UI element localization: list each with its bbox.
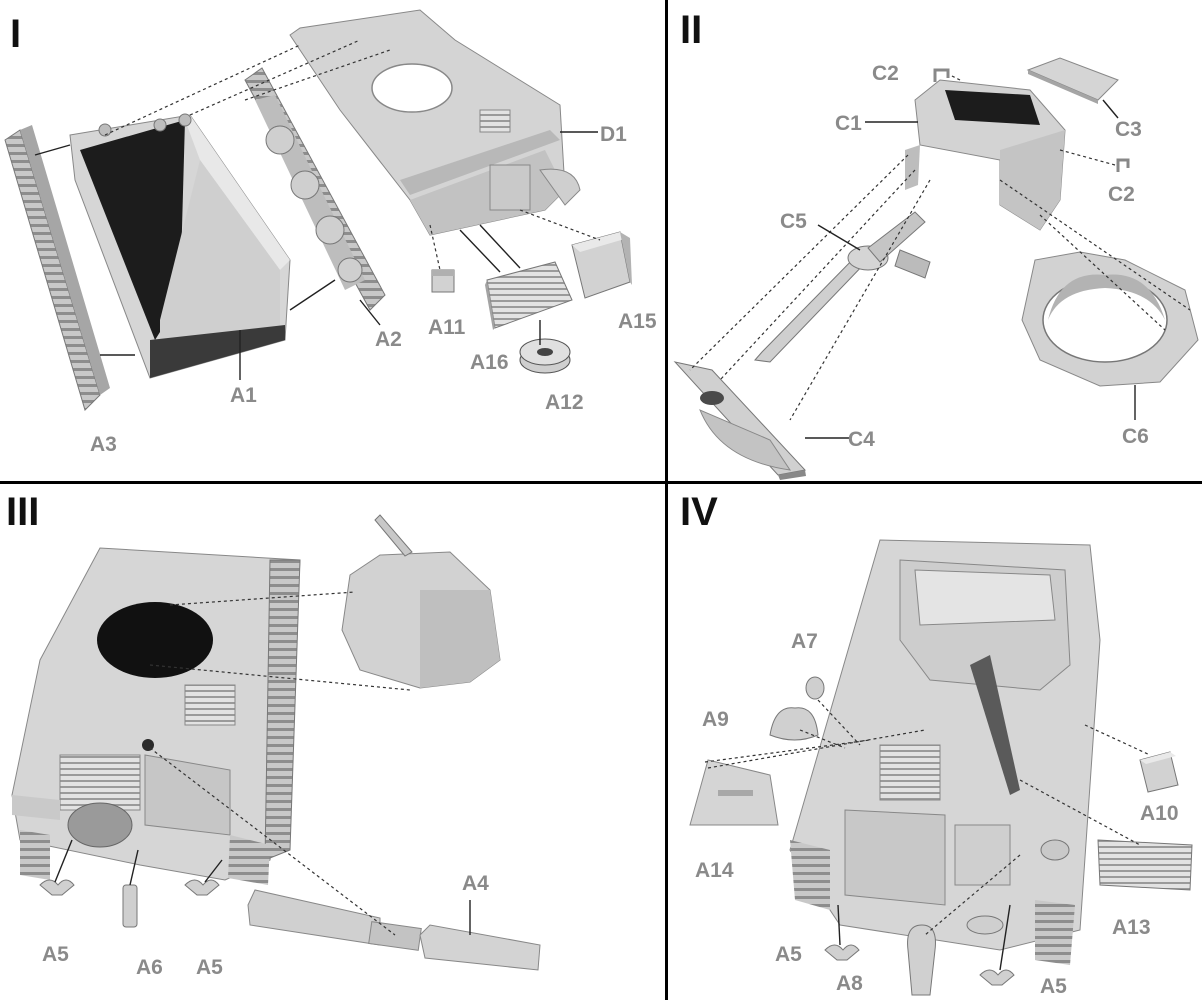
part-label-a7: A7 (791, 630, 818, 653)
part-a3-track (4, 125, 110, 411)
part-label-a1: A1 (230, 384, 257, 407)
part-c4-mantlet (673, 361, 806, 480)
part-c6-turret-ring (1021, 251, 1199, 387)
part-d1-upper-hull (289, 9, 581, 236)
step-number-4: IV (680, 490, 718, 534)
part-label-a2: A2 (375, 328, 402, 351)
part-a2-track-assembly (244, 67, 386, 311)
part-label-a5-right: A5 (196, 956, 223, 979)
part-label-c6: C6 (1122, 425, 1149, 448)
part-c2-handle-top (933, 68, 950, 82)
part-label-a8: A8 (836, 972, 863, 995)
divider-horizontal (0, 481, 1202, 484)
vehicle-assembled (789, 539, 1101, 965)
step-number-1: I (10, 12, 22, 56)
part-a12-wheel (519, 338, 571, 374)
turret-assembly (341, 514, 501, 689)
part-c1-turret-front (905, 79, 1066, 231)
part-a5-left-iv (824, 944, 860, 961)
part-a5-left (39, 879, 75, 896)
part-a11 (431, 269, 455, 293)
part-label-a3: A3 (90, 433, 117, 456)
part-label-c5: C5 (780, 210, 807, 233)
divider-vertical (665, 0, 668, 1000)
part-label-a12: A12 (545, 391, 584, 414)
part-c5-gun (754, 211, 931, 363)
part-label-a9: A9 (702, 708, 729, 731)
part-label-d1: D1 (600, 123, 627, 146)
part-a14-plate (689, 759, 779, 826)
part-a13-grille (1097, 839, 1193, 891)
part-label-c4: C4 (848, 428, 875, 451)
part-label-c2-top: C2 (872, 62, 899, 85)
part-a7 (805, 676, 825, 700)
part-a8 (907, 924, 936, 996)
part-label-a13: A13 (1112, 916, 1151, 939)
part-label-a15: A15 (618, 310, 657, 333)
part-label-a5-left: A5 (42, 943, 69, 966)
panel-2-artwork (673, 57, 1199, 480)
part-label-a16: A16 (470, 351, 509, 374)
part-a16-grille (485, 261, 573, 330)
part-a10-box (1139, 751, 1179, 793)
part-a15-box (571, 231, 632, 299)
part-a9 (769, 707, 819, 741)
panel-1-artwork (4, 9, 632, 411)
part-c2-handle-right (1116, 158, 1130, 172)
part-label-c1: C1 (835, 112, 862, 135)
part-a5-right (184, 879, 220, 896)
hull-assembly (11, 547, 301, 885)
part-a5-right-iv (979, 969, 1015, 986)
panel-3-artwork (11, 514, 541, 971)
part-label-a5-left-iv: A5 (775, 943, 802, 966)
part-label-a5-right-iv: A5 (1040, 975, 1067, 998)
part-label-c3: C3 (1115, 118, 1142, 141)
part-label-a4: A4 (462, 872, 489, 895)
part-a6 (122, 884, 138, 928)
part-label-a10: A10 (1140, 802, 1179, 825)
step-number-3: III (6, 490, 40, 534)
part-a4-exhaust (247, 889, 541, 971)
step-number-2: II (680, 8, 703, 52)
part-c3-roof (1026, 57, 1119, 104)
panel-4-artwork (689, 539, 1193, 996)
part-label-a11: A11 (428, 316, 466, 339)
part-label-c2-right: C2 (1108, 183, 1135, 206)
part-a1-lower-hull (69, 113, 291, 379)
part-label-a6: A6 (136, 956, 163, 979)
part-label-a14: A14 (695, 859, 734, 882)
